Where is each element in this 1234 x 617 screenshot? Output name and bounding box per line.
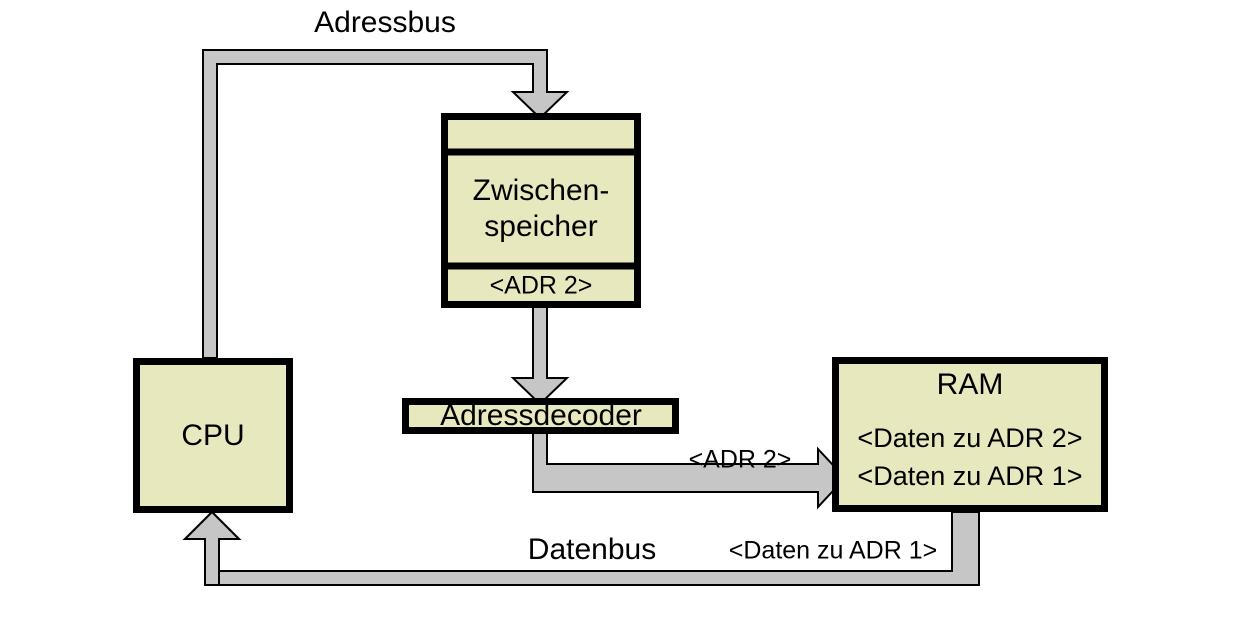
datenbus-connector: [182, 510, 980, 586]
adressbus-band: [202, 49, 570, 359]
decoder-ram-band: [532, 429, 847, 510]
decoder-to-ram-connector: [532, 429, 847, 510]
adressdecoder-box[interactable]: [402, 398, 679, 434]
decoder-to-ram-label: <ADR 2>: [689, 446, 792, 474]
node-cpu[interactable]: CPU: [133, 358, 293, 513]
node-adressdecoder[interactable]: Adressdecoder: [402, 398, 679, 434]
adressbus-label: Adressbus: [314, 6, 456, 39]
zwischenspeicher-to-decoder-connector: [510, 305, 570, 406]
ram-box[interactable]: [832, 357, 1108, 512]
ram-data-line-2: <Daten zu ADR 1>: [857, 461, 1082, 491]
ram-data-line-1: <Daten zu ADR 2>: [857, 423, 1082, 453]
zwischenspeicher-label-line1: Zwischen-: [473, 174, 610, 207]
zwischenspeicher-label-line2: speicher: [484, 210, 597, 243]
node-zwischenspeicher[interactable]: Zwischen- speicher <ADR 2>: [441, 113, 641, 308]
zwischenspeicher-box[interactable]: [441, 113, 641, 308]
cpu-box[interactable]: [133, 358, 293, 513]
datenbus-label: Datenbus: [528, 533, 656, 566]
datenbus-payload-label: <Daten zu ADR 1>: [729, 537, 937, 565]
node-ram[interactable]: RAM <Daten zu ADR 2> <Daten zu ADR 1>: [832, 357, 1108, 512]
datenbus-arrow: [182, 510, 242, 586]
cpu-label: CPU: [181, 419, 244, 452]
ram-label: RAM: [937, 368, 1004, 401]
adressbus-connector: [202, 49, 570, 359]
zsp-decoder-band: [510, 305, 570, 406]
zwischenspeicher-address-value: <ADR 2>: [490, 272, 593, 300]
adressdecoder-label: Adressdecoder: [440, 399, 642, 432]
